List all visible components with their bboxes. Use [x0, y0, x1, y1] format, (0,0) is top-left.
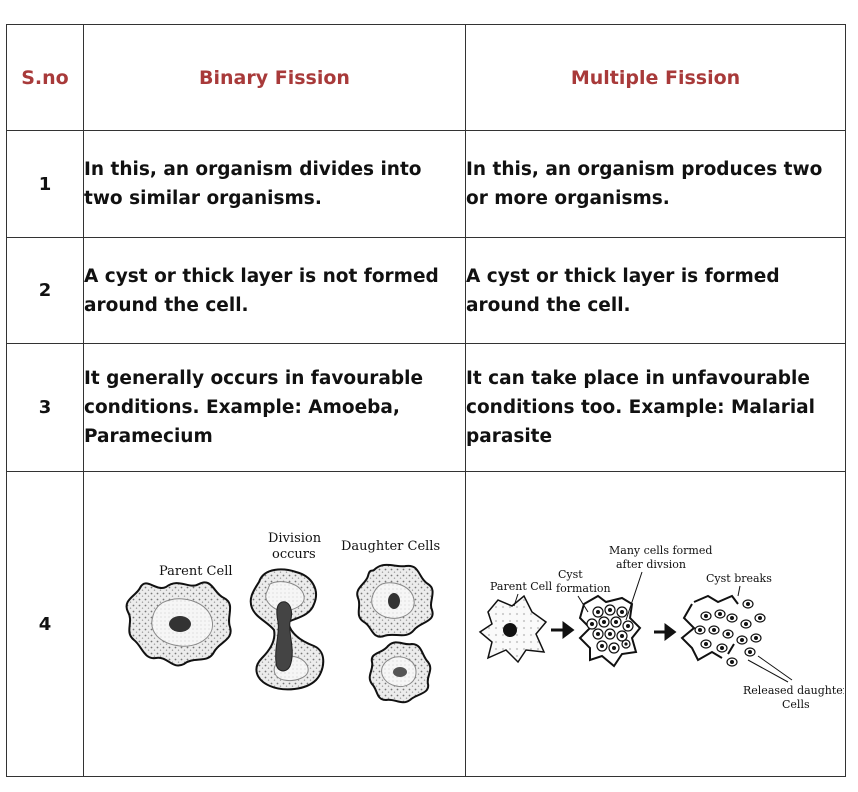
parent-cell-icon: [478, 594, 548, 664]
row-number: 4: [6, 471, 84, 777]
header-binary-fission: Binary Fission: [83, 24, 466, 131]
pointer-line: [577, 595, 589, 613]
table-row: 3 It generally occurs in favourable cond…: [6, 343, 846, 472]
multiple-label-released-2: Cells: [782, 698, 810, 711]
binary-cell: It generally occurs in favourable condit…: [83, 343, 466, 472]
cyst-icon: [578, 594, 642, 668]
binary-label-daughter: Daughter Cells: [341, 539, 440, 554]
table-row: 1 In this, an organism divides into two …: [6, 130, 846, 238]
binary-cell: A cyst or thick layer is not formed arou…: [83, 237, 466, 344]
binary-label-division-1: Division: [268, 531, 322, 546]
binary-fission-diagram: Parent Cell Division occurs: [125, 531, 440, 704]
pointer-line: [737, 585, 741, 597]
multiple-label-cyst-2: formation: [556, 582, 611, 595]
multiple-cell: A cyst or thick layer is formed around t…: [465, 237, 846, 344]
binary-label-parent: Parent Cell: [159, 564, 233, 579]
daughter-cell-icon: [356, 563, 434, 638]
multiple-fission-figure-cell: Parent Cell: [465, 471, 849, 777]
multiple-cell: It can take place in unfavourable condit…: [465, 343, 846, 472]
multiple-label-cyst-1: Cyst: [558, 568, 583, 581]
arrow-right-icon: [551, 621, 575, 639]
broken-cyst-icon: [680, 594, 766, 667]
multiple-label-released-1: Released daughter: [743, 684, 844, 697]
arrow-right-icon: [654, 623, 677, 641]
comparison-table: S.no Binary Fission Multiple Fission 1 I…: [6, 24, 849, 777]
multiple-label-many-2: after divsion: [616, 558, 686, 571]
table-row: 2 A cyst or thick layer is not formed ar…: [6, 237, 846, 344]
header-multiple-fission: Multiple Fission: [465, 24, 846, 131]
header-sno: S.no: [6, 24, 84, 131]
binary-label-division-2: occurs: [272, 547, 316, 562]
row-number: 1: [6, 130, 84, 238]
pointer-line: [513, 593, 519, 607]
row-number: 2: [6, 237, 84, 344]
multiple-label-parent: Parent Cell: [490, 580, 553, 593]
multiple-label-many-1: Many cells formed: [609, 544, 712, 557]
parent-cell-icon: [125, 581, 232, 667]
header-row: S.no Binary Fission Multiple Fission: [6, 24, 846, 131]
binary-fission-figure-cell: Parent Cell Division occurs: [83, 471, 466, 777]
multiple-fission-diagram: Parent Cell: [478, 544, 849, 711]
daughter-cell-icon: [368, 641, 432, 704]
table-row: 4: [6, 471, 849, 777]
multiple-cell: In this, an organism produces two or mor…: [465, 130, 846, 238]
pointer-line: [747, 655, 793, 683]
row-number: 3: [6, 343, 84, 472]
pointer-line: [625, 571, 643, 621]
multiple-label-breaks: Cyst breaks: [706, 572, 772, 585]
dividing-cell-icon: [249, 568, 325, 691]
binary-cell: In this, an organism divides into two si…: [83, 130, 466, 238]
